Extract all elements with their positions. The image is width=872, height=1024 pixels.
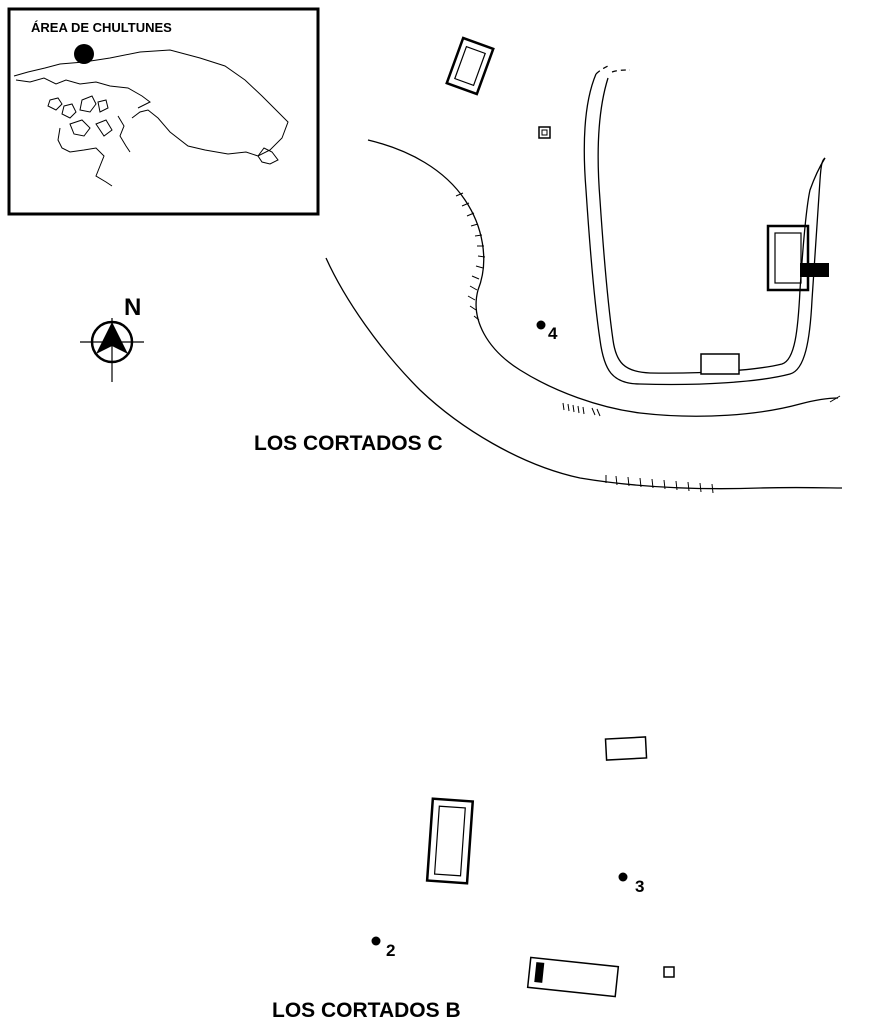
slope-hachures-lower (605, 475, 714, 494)
slope-hachures-middle (562, 402, 601, 417)
small-structure-b (663, 966, 675, 978)
structure-b-south (526, 956, 620, 998)
point-3-label: 3 (635, 877, 644, 896)
north-arrow: N (80, 294, 144, 382)
point-2-label: 2 (386, 941, 395, 960)
inset-map: ÁREA DE CHULTUNES (7, 7, 320, 216)
terrace-edge-outer (325, 257, 843, 490)
north-label: N (124, 294, 141, 321)
compass-needle (96, 322, 128, 354)
coastline-islands (47, 95, 113, 137)
inset-frame (7, 7, 320, 216)
plaza-wall-outer (583, 73, 826, 386)
site-label-c: LOS CORTADOS C (254, 432, 443, 455)
chultunes-area-marker (74, 44, 94, 64)
structure-east (766, 224, 810, 292)
structure-b-mound (425, 797, 475, 885)
point-3-marker (618, 872, 628, 882)
structure-mound-north (445, 36, 495, 96)
terrace-edge-inner (367, 139, 839, 417)
plaza-wall-gap (595, 65, 631, 75)
coastline-south (15, 77, 151, 109)
coastline (13, 49, 289, 157)
site-label-b: LOS CORTADOS B (272, 999, 461, 1022)
peninsula-tip (257, 147, 279, 165)
point-2-marker (371, 936, 381, 946)
terrace-endpoint (829, 395, 841, 403)
coastline-west (57, 127, 113, 187)
small-structure (538, 126, 551, 139)
coastline-channel (117, 115, 131, 153)
slope-hachures-upper (455, 192, 486, 321)
structure-south-plaza (700, 353, 740, 375)
site-b-features: 3 2 (371, 736, 675, 998)
point-4-label: 4 (548, 324, 558, 343)
point-4-marker (536, 320, 546, 330)
structure-b-north (604, 736, 648, 761)
structure-east-annex (800, 263, 829, 277)
inset-title: ÁREA DE CHULTUNES (31, 20, 172, 35)
site-c-features: 4 (325, 36, 843, 494)
